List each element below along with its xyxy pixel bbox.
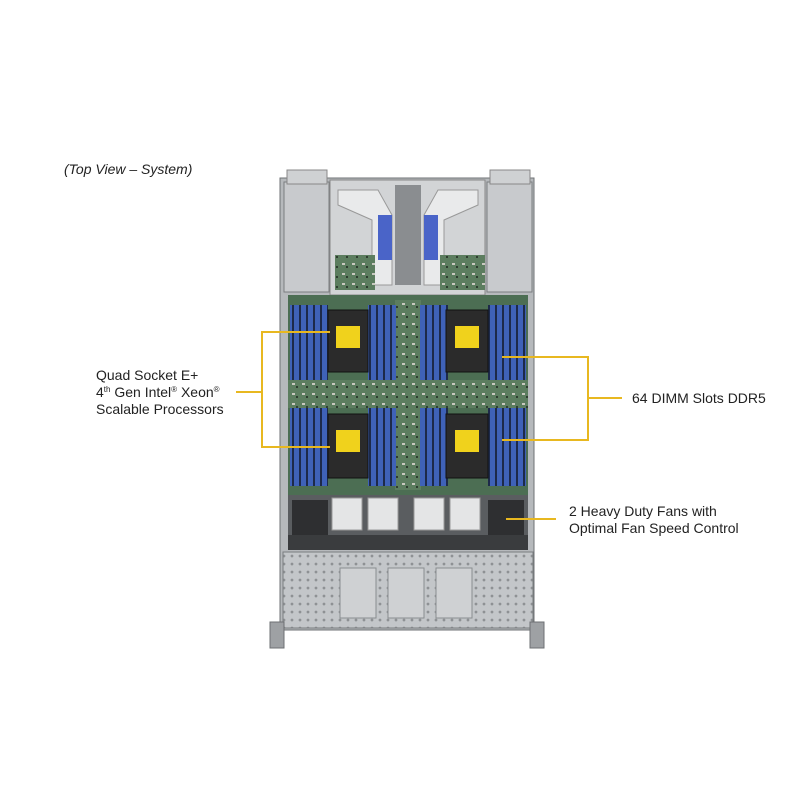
cpu-socket-2 [445, 309, 489, 373]
caption: (Top View – System) [64, 161, 193, 177]
fan-callout-label: 2 Heavy Duty Fans with Optimal Fan Speed… [569, 503, 739, 536]
fan-bay [288, 495, 528, 550]
cpu-socket-4 [445, 413, 489, 479]
cpu-socket-3 [327, 413, 369, 479]
dimm-callout-label: 64 DIMM Slots DDR5 [632, 390, 766, 406]
front-drive-bays [269, 551, 545, 649]
callout-cpu-bracket [236, 331, 330, 448]
callout-dimm-bracket [502, 356, 622, 441]
cpu-socket-1 [327, 309, 369, 373]
pcie-riser [329, 179, 486, 296]
cpu-callout-label: Quad Socket E+ 4th Gen Intel® Xeon® Scal… [96, 367, 224, 417]
